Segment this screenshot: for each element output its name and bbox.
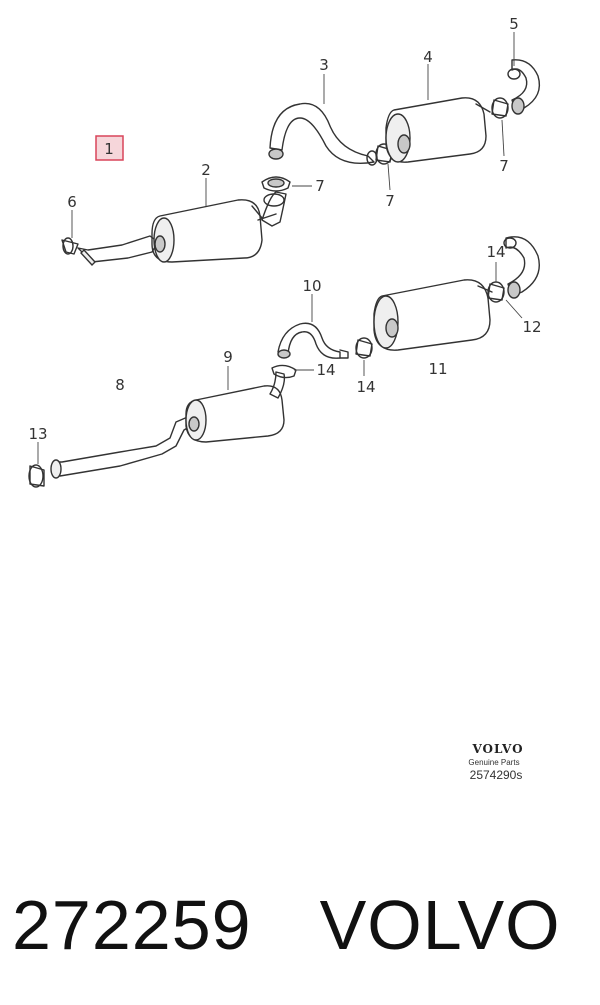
clamp-14-mid <box>355 337 373 359</box>
muffler-2 <box>151 199 277 263</box>
leader-lines <box>37 32 523 464</box>
muffler-9 <box>185 385 285 443</box>
callout-14-left: 14 <box>316 361 335 379</box>
brand-tagline: Genuine Parts <box>468 758 519 767</box>
clamp-13 <box>28 464 45 488</box>
callout-5: 5 <box>509 15 519 33</box>
outlet-bend-9 <box>269 371 286 399</box>
callout-14-mid: 14 <box>356 378 375 396</box>
callout-4: 4 <box>423 48 433 66</box>
part-number: 272259 <box>12 886 252 964</box>
clamp-7-upper <box>491 97 509 119</box>
muffler-4 <box>385 97 491 163</box>
callout-11: 11 <box>428 360 447 378</box>
diagram-code: 2574290s <box>470 768 523 782</box>
callout-7-lower: 7 <box>315 177 325 195</box>
brand-name: VOLVO <box>471 742 523 756</box>
callout-3: 3 <box>319 56 329 74</box>
part-caption: 272259 VOLVO <box>12 870 592 980</box>
tailpipe-12 <box>503 236 540 299</box>
callout-2: 2 <box>201 161 211 179</box>
part-make: VOLVO <box>319 886 561 964</box>
highlighted-callout-box <box>95 135 124 161</box>
callout-9: 9 <box>223 348 233 366</box>
front-pipe-8 <box>50 415 195 479</box>
callout-14-right: 14 <box>486 243 505 261</box>
muffler-11 <box>373 279 493 351</box>
front-pipe-upper <box>77 235 159 267</box>
outlet-bend-2 <box>261 191 287 227</box>
intermediate-pipe-3 <box>268 102 378 166</box>
callout-7-mid: 7 <box>385 192 395 210</box>
tailpipe-5 <box>507 59 541 115</box>
callout-13: 13 <box>28 425 47 443</box>
clamp-6 <box>61 237 79 255</box>
volvo-brand-mark: VOLVO Genuine Parts 2574290s <box>468 742 523 782</box>
callout-7-upper: 7 <box>499 157 509 175</box>
callout-1: 1 <box>104 140 114 158</box>
exhaust-system-diagram: 1 2 3 4 5 6 7 7 7 8 9 10 11 12 13 14 14 … <box>28 15 542 782</box>
callout-6: 6 <box>67 193 77 211</box>
intermediate-pipe-10 <box>277 322 349 359</box>
callout-8: 8 <box>115 376 125 394</box>
callout-12: 12 <box>522 318 541 336</box>
callout-10: 10 <box>302 277 321 295</box>
clamp-7-lower <box>261 176 291 192</box>
clamp-14-left <box>271 364 297 379</box>
